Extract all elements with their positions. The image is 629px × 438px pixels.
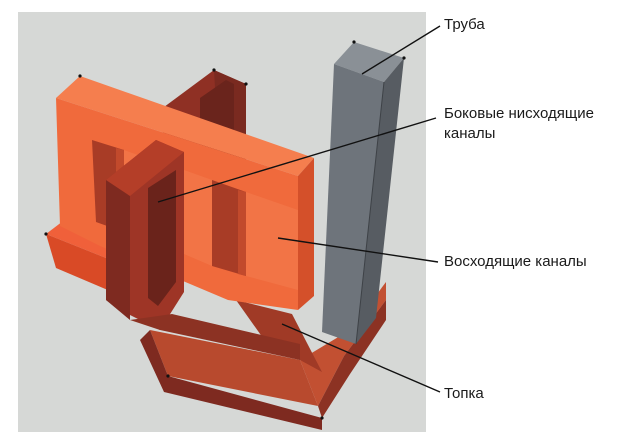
callout-rising-channels: Восходящие каналы (277, 237, 587, 270)
callout-firebox: Топка (281, 323, 484, 402)
leader-line-rising-channels (277, 237, 439, 263)
leader-line-chimney (361, 25, 441, 75)
label-side-channels-line1: Боковые нисходящие (444, 105, 594, 122)
label-chimney: Труба (444, 16, 485, 33)
leader-line-side-channels (157, 117, 437, 203)
chimney (322, 42, 404, 345)
callout-chimney: Труба (361, 16, 485, 75)
leader-line-firebox (281, 323, 441, 393)
vertex-markers (44, 40, 406, 420)
label-rising-channels: Восходящие каналы (444, 253, 587, 270)
label-side-channels-line2: каналы (444, 125, 495, 142)
callout-side-channels: Боковые нисходящие каналы (157, 105, 594, 203)
dark-u-frame (106, 140, 300, 360)
label-firebox: Топка (444, 385, 484, 402)
